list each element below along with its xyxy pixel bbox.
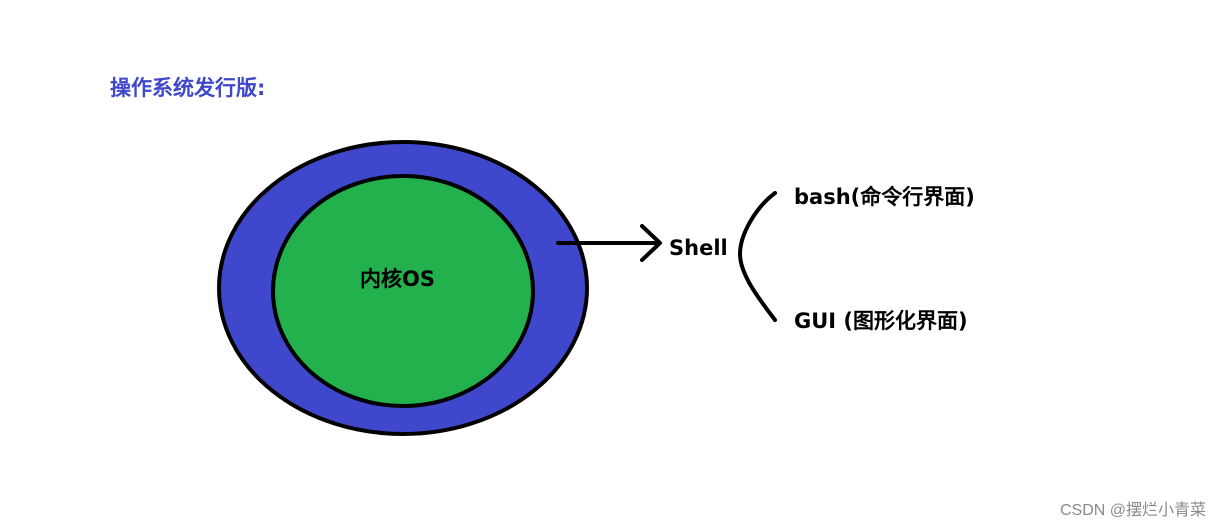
gui-label: GUI (图形化界面)	[794, 309, 968, 333]
diagram-title: 操作系统发行版:	[110, 76, 266, 100]
shell-label: Shell	[669, 236, 728, 260]
bash-label: bash(命令行界面)	[794, 185, 975, 209]
kernel-label: 内核OS	[360, 267, 435, 291]
arrow-head	[640, 224, 662, 262]
branch-brace	[737, 191, 777, 322]
kernel-inner-ellipse	[271, 174, 535, 408]
watermark: CSDN @摆烂小青菜	[1059, 502, 1206, 519]
